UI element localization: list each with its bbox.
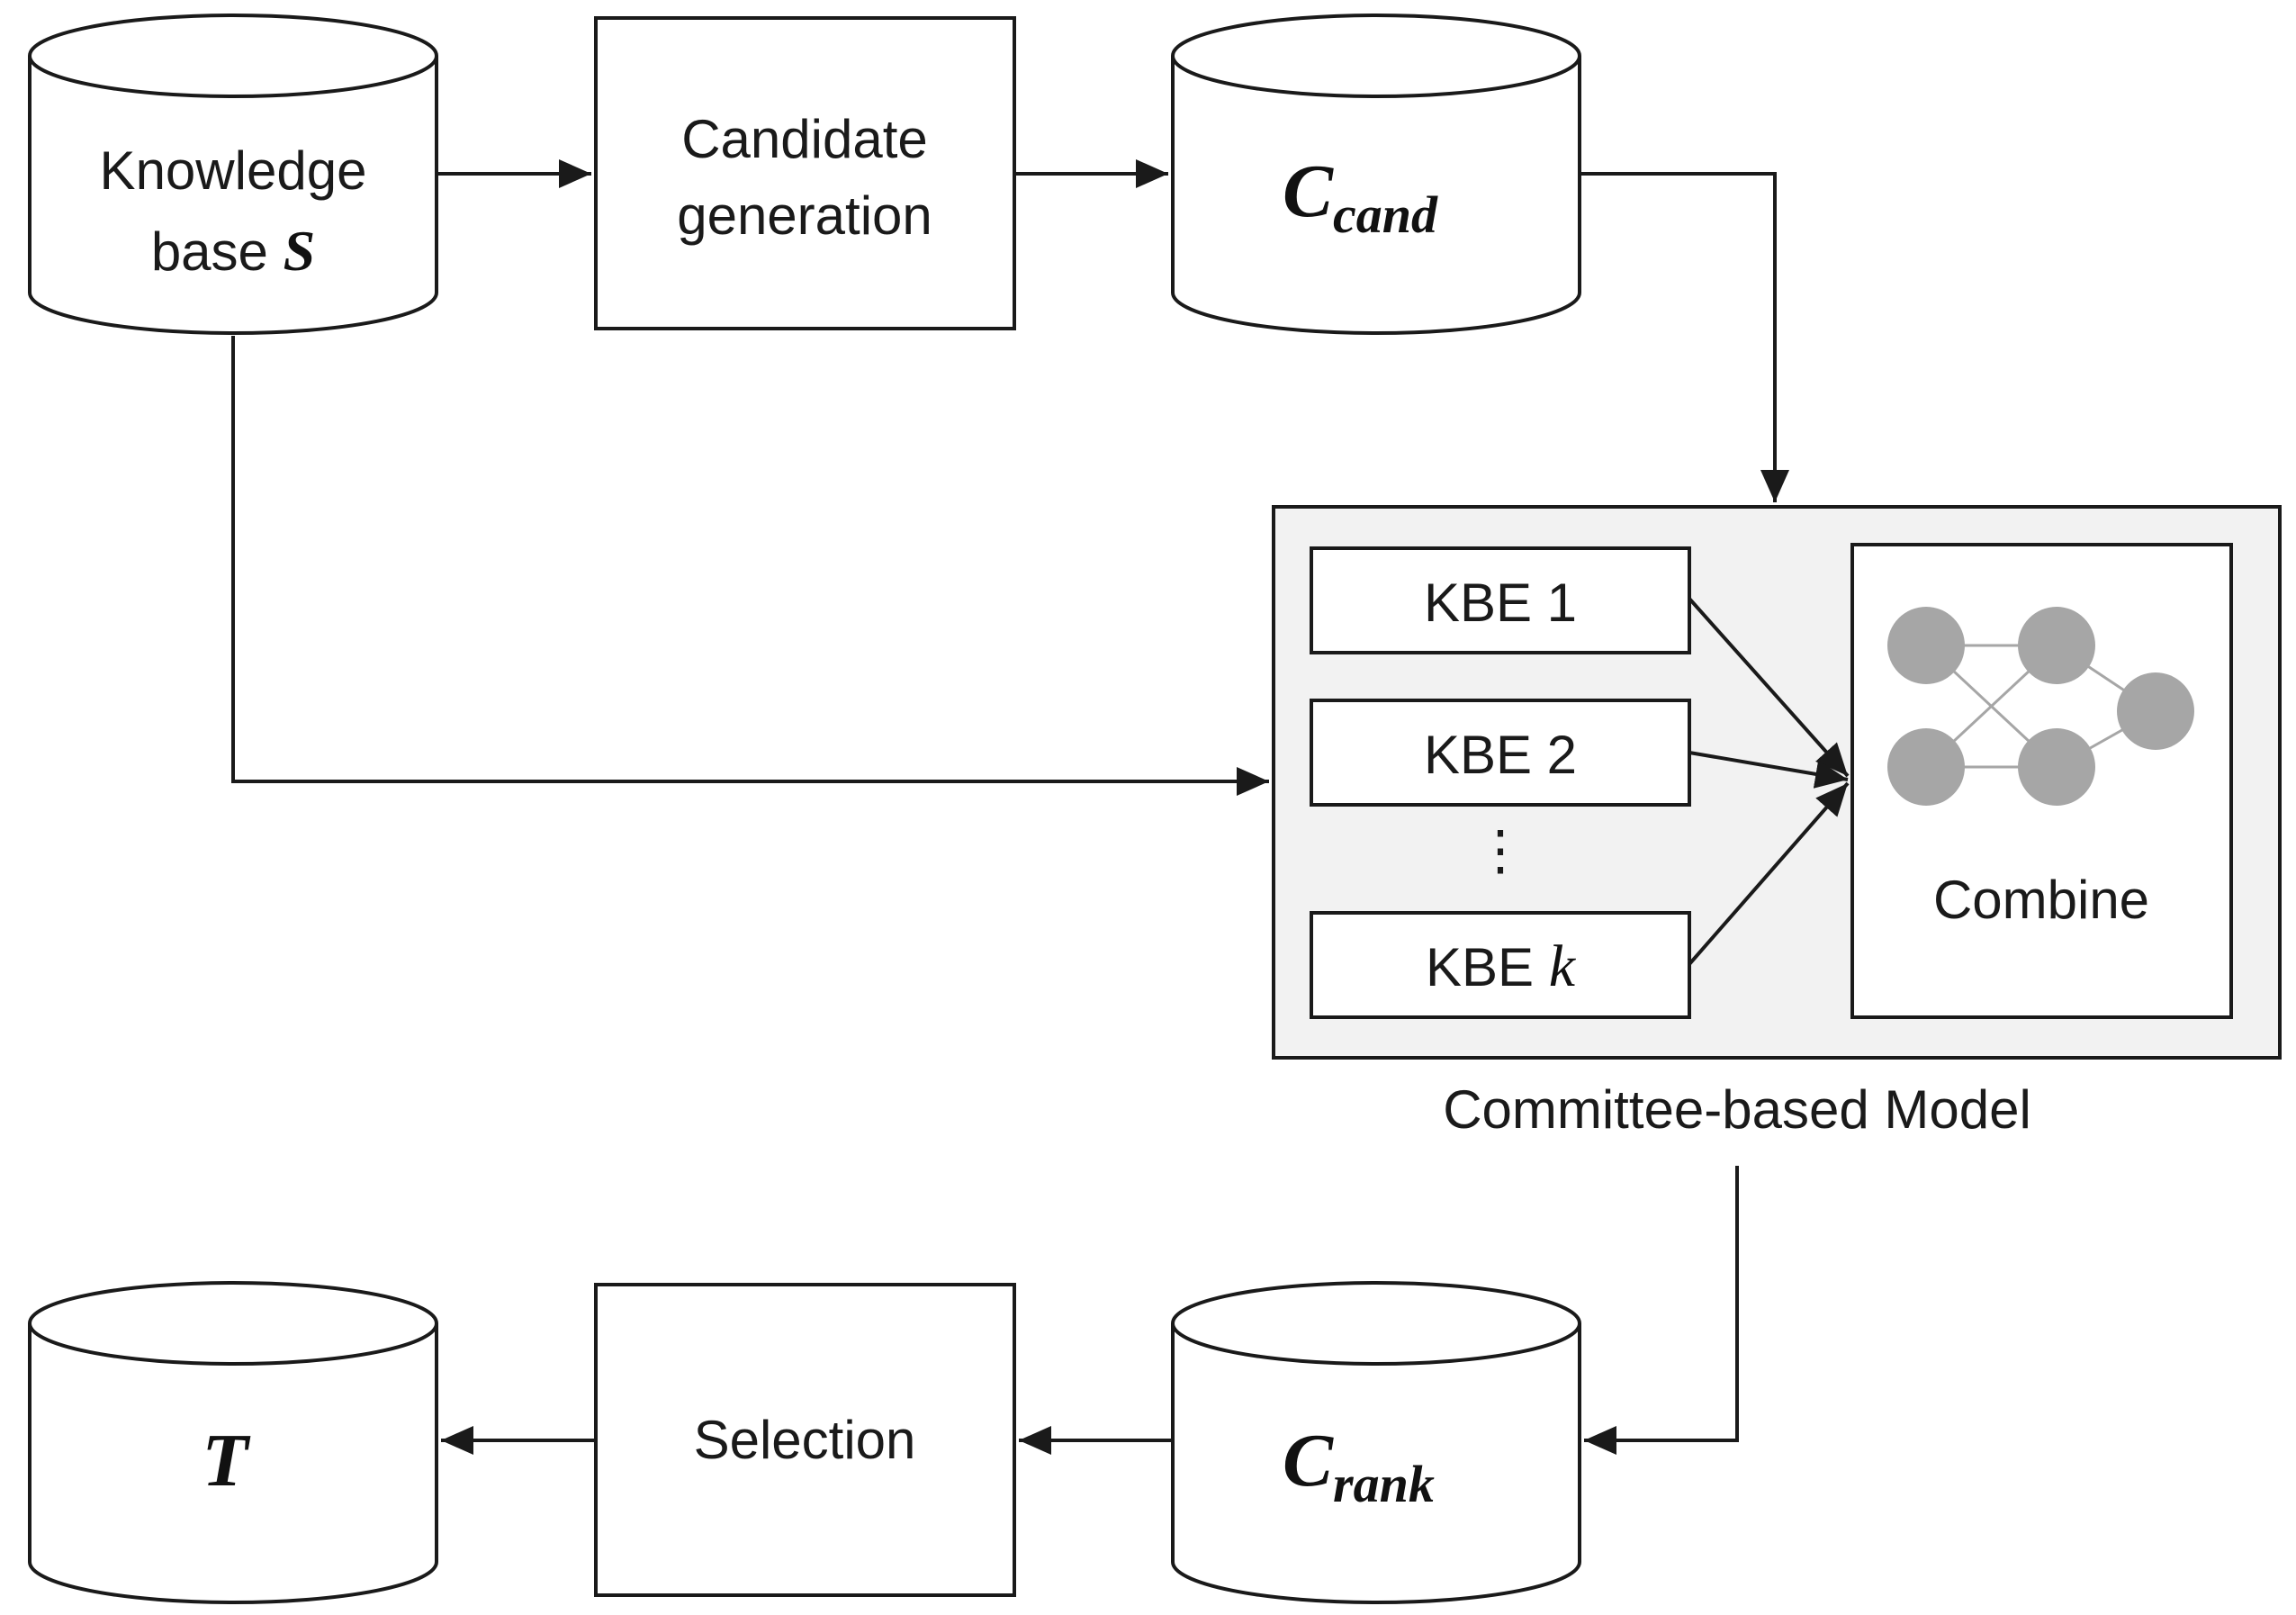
t-cylinder: T xyxy=(28,1281,438,1604)
arrow-c-cand-to-committee xyxy=(1580,172,1789,502)
combine-label: Combine xyxy=(1933,870,2149,930)
arrow-kbek-to-combine xyxy=(1688,781,1850,966)
c-rank-cylinder: Crank xyxy=(1171,1281,1581,1604)
arrow-kb-to-committee xyxy=(231,336,1269,796)
knowledge-base-cylinder: Knowledge base S xyxy=(28,14,438,335)
candidate-generation-box: Candidate generation xyxy=(594,16,1016,330)
candidate-generation-label-line1: Candidate xyxy=(681,109,928,169)
c-cand-symbol: Ccand xyxy=(1283,149,1438,244)
selection-label: Selection xyxy=(694,1410,916,1470)
neural-network-icon xyxy=(1887,607,2194,806)
knowledge-base-symbol: S xyxy=(284,219,316,283)
committee-caption: Committee-based Model xyxy=(1443,1079,2031,1140)
knowledge-base-label-line2: base S xyxy=(151,219,315,283)
kbe-2-label: KBE 2 xyxy=(1424,725,1577,785)
kbe-ellipsis: ⋮ xyxy=(1473,820,1527,880)
kbe-k-box xyxy=(1310,911,1691,1019)
arrow-committee-to-c-rank xyxy=(1584,1166,1739,1455)
committee-based-model: KBE 1 KBE 2 ⋮ KBE k Combine xyxy=(1272,505,2282,1060)
kbe-1-label: KBE 1 xyxy=(1424,573,1577,633)
t-symbol: T xyxy=(202,1419,251,1502)
arrow-kbe1-to-combine xyxy=(1688,597,1850,778)
candidate-generation-label-line2: generation xyxy=(677,185,932,246)
c-cand-cylinder: Ccand xyxy=(1171,14,1581,335)
kbe-k-label: KBE k xyxy=(1426,934,1577,999)
c-rank-symbol: Crank xyxy=(1283,1419,1435,1513)
selection-box: Selection xyxy=(594,1283,1016,1597)
arrow-kbe2-to-combine xyxy=(1688,751,1849,789)
knowledge-base-label-line1: Knowledge xyxy=(100,140,367,201)
